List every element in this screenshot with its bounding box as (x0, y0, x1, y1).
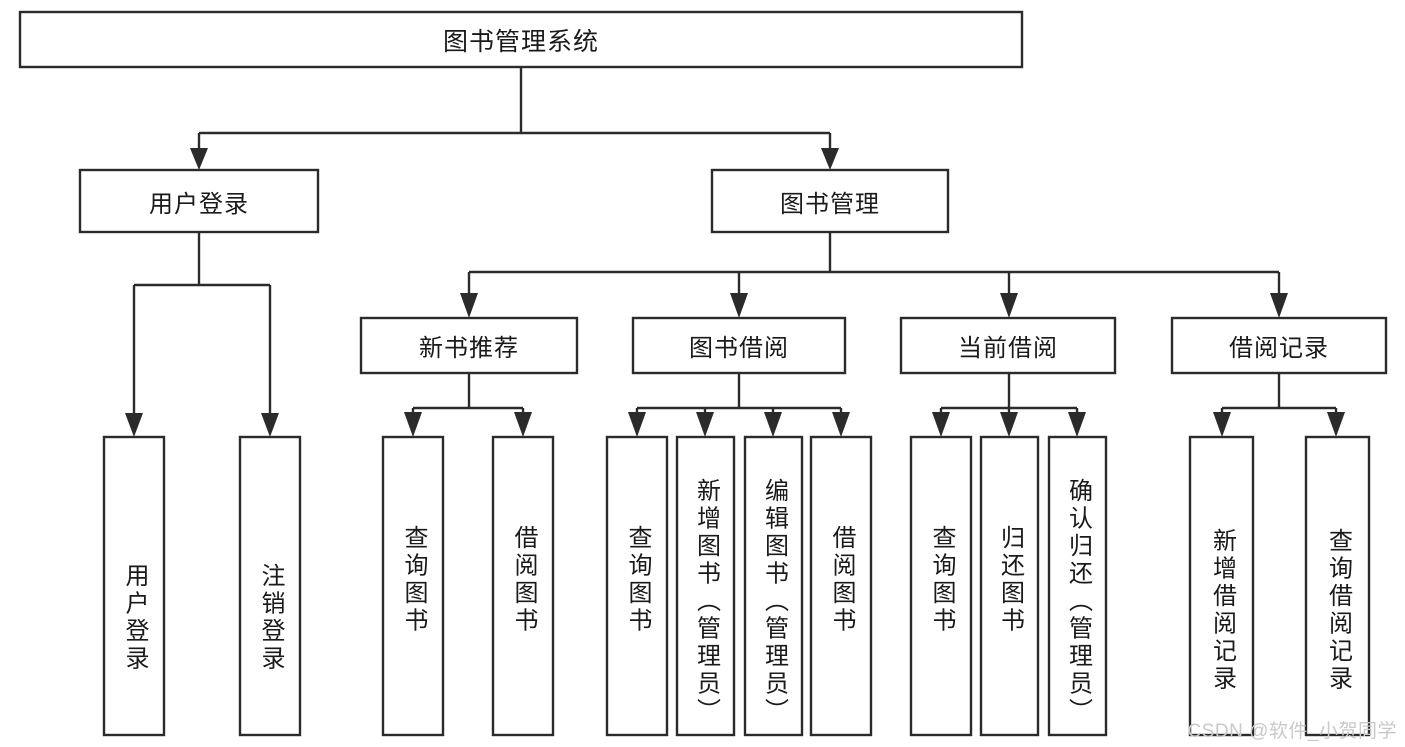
node-book-manage[interactable] (710, 168, 950, 234)
leaf-box-current-query[interactable] (909, 435, 973, 737)
leaf-box-current-confirm[interactable] (1047, 435, 1108, 737)
arrow-head-user-login (190, 148, 208, 170)
arrow-head-leaf-logout (261, 413, 279, 437)
leaf-box-borrow-edit[interactable] (743, 435, 804, 737)
leaf-box-newbook-borrow[interactable] (491, 435, 555, 737)
arrow-head-newbook-leaf-2 (514, 412, 532, 437)
arrow-head-bookborrow-leaf-2 (696, 412, 714, 437)
arrow-head-book-borrow (730, 293, 748, 318)
leaf-box-borrow-lend[interactable] (809, 435, 873, 737)
arrow-head-currentborrow-leaf-1 (932, 412, 950, 437)
leaf-box-newbook-query[interactable] (381, 435, 445, 737)
node-current-borrow[interactable] (899, 316, 1117, 375)
node-box-layer (18, 10, 1388, 737)
arrow-head-bookborrow-leaf-3 (764, 412, 782, 437)
node-new-book-recommend[interactable] (359, 316, 579, 375)
leaf-box-record-query[interactable] (1304, 435, 1371, 737)
arrow-head-currentborrow-leaf-3 (1068, 412, 1086, 437)
leaf-box-borrow-query[interactable] (605, 435, 669, 737)
arrow-head-book-manage (821, 148, 839, 170)
arrow-head-borrowrecord-leaf-2 (1327, 412, 1345, 437)
node-book-borrow[interactable] (631, 316, 847, 375)
arrow-head-current-borrow (1000, 293, 1018, 318)
connector-layer (125, 67, 1345, 437)
node-user-login[interactable] (78, 168, 320, 234)
arrow-head-new-book-recommend (460, 293, 478, 318)
leaf-box-record-add[interactable] (1188, 435, 1255, 737)
node-borrow-record[interactable] (1170, 316, 1388, 375)
arrow-head-borrowrecord-leaf-1 (1213, 412, 1231, 437)
leaf-box-current-return[interactable] (979, 435, 1040, 737)
leaf-box-logout[interactable] (238, 435, 302, 737)
leaf-box-user-login[interactable] (102, 435, 166, 737)
arrow-head-currentborrow-leaf-2 (1000, 412, 1018, 437)
arrow-head-newbook-leaf-1 (404, 412, 422, 437)
arrow-head-leaf-user-login (125, 413, 143, 437)
arrow-head-bookborrow-leaf-1 (628, 412, 646, 437)
node-root[interactable] (18, 10, 1024, 69)
arrow-head-borrow-record (1270, 293, 1288, 318)
leaf-box-borrow-add[interactable] (675, 435, 736, 737)
arrow-head-bookborrow-leaf-4 (832, 412, 850, 437)
